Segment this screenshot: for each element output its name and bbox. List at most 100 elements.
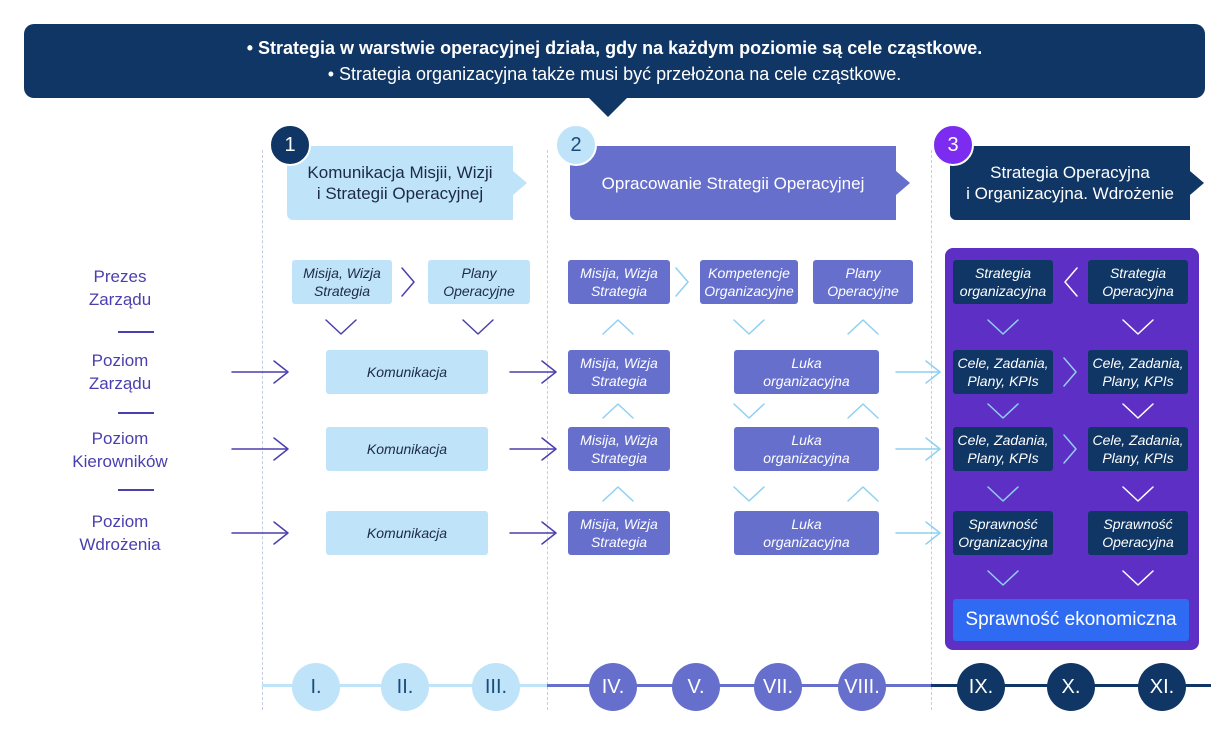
stage3-goals-box: Cele, Zadania,Plany, KPIs [1088,427,1188,471]
stage2-competences-line2: Organizacyjne [704,283,794,299]
stage-3-header: Strategia Operacyjna i Organizacyjna. Wdr… [950,146,1190,220]
chevron-down-icon [733,486,765,502]
stage2-row-mission-line1: Misija, Wizja [580,432,658,448]
stage-3-number: 3 [932,124,974,166]
timeline-step-4: IV. [589,663,637,711]
timeline-step-10: X. [1047,663,1095,711]
chevron-down-icon [987,319,1019,335]
chevron-down-icon [987,403,1019,419]
level-managers-line1: Poziom [91,429,149,448]
stage2-gap-line1: Luka [791,432,822,448]
stage-2-header: Opracowanie Strategii Operacyjnej [570,146,896,220]
stage3-efficiency-line1: Sprawność [1103,516,1173,532]
stage1-communication-box: Komunikacja [326,427,488,471]
stage-3-title-line1: Strategia Operacyjna [990,163,1150,182]
stage2-row-mission-line2: Strategia [590,534,648,550]
chevron-right-icon [675,267,689,297]
stage3-op-strategy-line1: Strategia [1109,265,1167,281]
stage-1-number: 1 [269,124,311,166]
stage1-communication-box: Komunikacja [326,511,488,555]
stage-divider [262,150,263,710]
timeline-step-8: VIII. [838,663,886,711]
stage3-goals-line2: Plany, KPIs [1102,373,1174,389]
level-management-line2: Zarządu [88,374,152,393]
chevron-right-icon [401,267,415,297]
chevron-down-icon [462,319,494,335]
stage-3-title-line2: i Organizacyjna. Wdrożenie [966,184,1174,203]
stage1-plans-line1: Plany [461,265,497,281]
stage1-mission-line2: Strategia [313,283,371,299]
stage-divider [547,150,548,710]
timeline-step-7: VII. [754,663,802,711]
stage2-gap-box: Luka organizacyjna [734,511,879,555]
stage3-efficiency-line2: Organizacyjna [958,534,1048,550]
stage-2-title-line1: Opracowanie Strategii Operacyjnej [601,173,865,193]
stage2-gap-line2: organizacyjna [763,450,850,466]
stage2-mission-line2: Strategia [590,283,648,299]
stage3-goals-box: Cele, Zadania,Plany, KPIs [953,427,1053,471]
stage3-op-strategy-line2: Operacyjna [1102,283,1174,299]
banner-line-1: • Strategia w warstwie operacyjnej dział… [246,38,983,58]
level-separator [118,489,154,491]
stage2-row-mission-line2: Strategia [590,450,648,466]
timeline-step-9: IX. [957,663,1005,711]
stage3-goals-line1: Cele, Zadania, [957,355,1049,371]
arrow-right-icon [509,360,557,545]
timeline-step-5: V. [672,663,720,711]
summary-banner: • Strategia w warstwie operacyjnej dział… [24,24,1205,98]
stage3-org-strategy-line2: organizacyjna [959,283,1047,299]
level-implementation-line1: Poziom [91,512,149,531]
level-management-line1: Poziom [91,351,149,370]
chevron-down-icon [733,319,765,335]
banner-pointer [588,97,628,117]
chevron-right-icon [1063,357,1077,387]
chevron-up-icon [602,486,634,502]
level-ceo-line2: Zarządu [88,290,152,309]
stage-1-header-tip [513,171,527,195]
stage1-communication-box: Komunikacja [326,350,488,394]
stage2-plans-line2: Operacyjne [827,283,899,299]
chevron-down-icon [1122,486,1154,502]
chevron-up-icon [847,486,879,502]
chevron-up-icon [847,319,879,335]
stage1-mission-line1: Misija, Wizja [303,265,381,281]
stage2-gap-box: Luka organizacyjna [734,427,879,471]
stage2-gap-line2: organizacyjna [763,534,850,550]
stage3-goals-line1: Cele, Zadania, [1092,355,1184,371]
chevron-down-icon [1122,403,1154,419]
stage3-efficiency-line1: Sprawność [968,516,1038,532]
chevron-down-icon [1122,319,1154,335]
level-managers-line2: Kierowników [72,452,168,471]
stage3-goals-line1: Cele, Zadania, [1092,432,1184,448]
stage-2-header-tip [896,171,910,195]
timeline-step-11: XI. [1138,663,1186,711]
stage3-goals-box: Cele, Zadania, Plany, KPIs [953,350,1053,394]
level-separator [118,412,154,414]
stage3-goals-line1: Cele, Zadania, [957,432,1049,448]
stage2-row-mission-line1: Misija, Wizja [580,355,658,371]
stage2-gap-line1: Luka [791,516,822,532]
stage-3-header-tip [1190,171,1204,195]
chevron-right-icon [1063,434,1077,464]
stage3-efficiency-line2: Operacyjna [1102,534,1174,550]
arrow-right-icon [895,360,941,545]
stage3-goals-line2: Plany, KPIs [967,373,1039,389]
stage2-plans-line1: Plany [845,265,881,281]
stage2-row-mission-line1: Misija, Wizja [580,516,658,532]
stage2-competences-line1: Kompetencje [708,265,790,281]
stage3-goals-box: Cele, Zadania, Plany, KPIs [1088,350,1188,394]
banner-line-2: • Strategia organizacyjna także musi być… [327,64,902,84]
